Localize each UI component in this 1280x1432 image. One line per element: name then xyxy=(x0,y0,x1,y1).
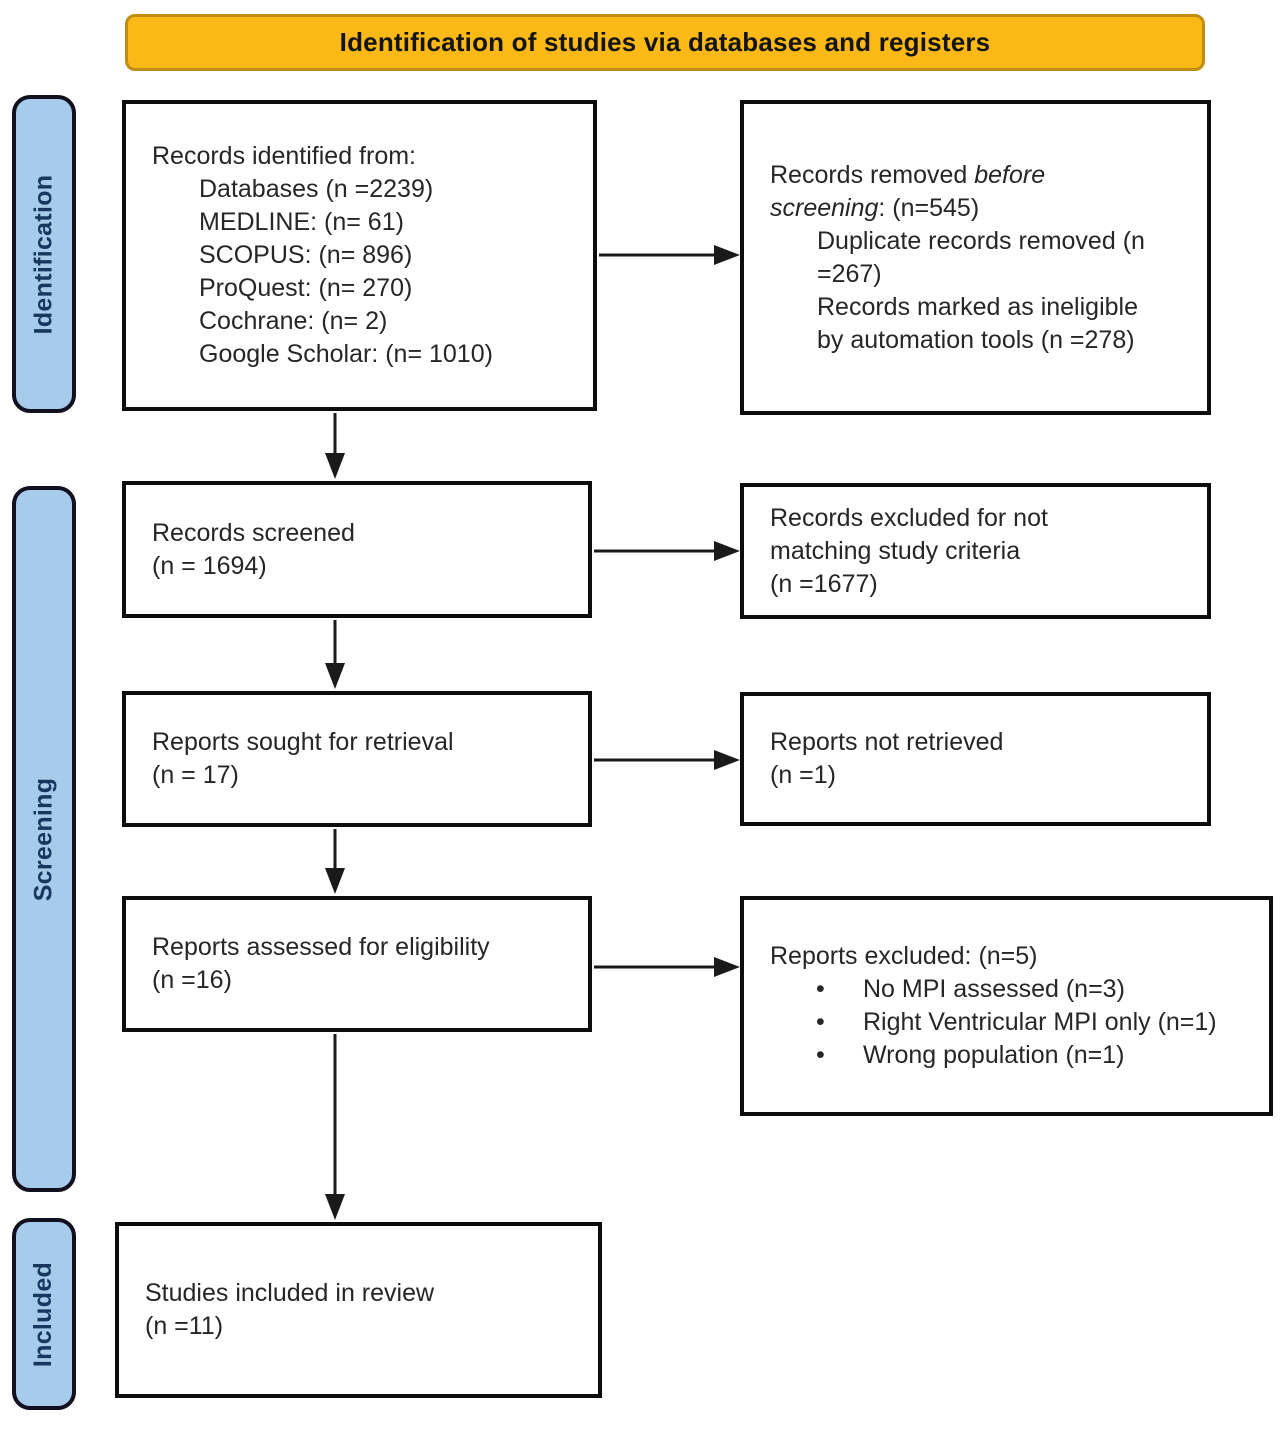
box-records-excluded: Records excluded for not matching study … xyxy=(740,483,1211,619)
arrow-screened-to-excluded xyxy=(594,541,740,561)
reports-excluded-reason-3: Wrong population (n=1) xyxy=(863,1041,1125,1069)
arrow-assessed-to-excluded xyxy=(594,957,740,977)
box-records-identified: Records identified from: Databases (n =2… xyxy=(122,100,597,411)
title-banner: Identification of studies via databases … xyxy=(125,14,1205,71)
studies-included-text: Studies included in review xyxy=(145,1279,435,1307)
reports-excluded-title: Reports excluded: (n=5) xyxy=(770,942,1038,970)
stage-label-included: Included xyxy=(29,1261,58,1367)
records-removed-title-post: : (n=545) xyxy=(878,193,980,222)
records-removed-title-line2: screening: (n=545) xyxy=(770,192,1187,225)
reports-sought-count: (n = 17) xyxy=(152,761,239,789)
box-records-screened: Records screened (n = 1694) xyxy=(122,481,592,618)
removed-automation-line2: by automation tools (n =278) xyxy=(817,325,1135,354)
bullet-icon: • xyxy=(816,975,825,1003)
reports-not-retrieved-text: Reports not retrieved xyxy=(770,728,1004,756)
diagram-title: Identification of studies via databases … xyxy=(339,27,991,57)
arrow-sought-to-assessed xyxy=(325,829,345,894)
reports-excluded-bullet-1: • No MPI assessed (n=3) xyxy=(770,973,1249,1006)
box-reports-not-retrieved: Reports not retrieved (n =1) xyxy=(740,692,1211,826)
removed-automation-line1: Records marked as ineligible xyxy=(817,292,1138,321)
records-identified-title: Records identified from: xyxy=(152,142,417,170)
records-excluded-count: (n =1677) xyxy=(770,569,878,598)
arrow-identified-to-screened xyxy=(325,413,345,479)
box-reports-assessed: Reports assessed for eligibility (n =16) xyxy=(122,896,592,1032)
box-studies-included: Studies included in review (n =11) xyxy=(115,1222,602,1398)
source-medline: MEDLINE: (n= 61) xyxy=(199,208,404,236)
box-reports-excluded: Reports excluded: (n=5) • No MPI assesse… xyxy=(740,896,1273,1116)
box-records-removed: Records removed before screening: (n=545… xyxy=(740,100,1211,415)
source-proquest: ProQuest: (n= 270) xyxy=(199,274,413,302)
reports-excluded-reason-1: No MPI assessed (n=3) xyxy=(863,975,1125,1003)
records-removed-title-pre: Records removed xyxy=(770,160,975,189)
reports-assessed-count: (n =16) xyxy=(152,966,232,994)
stage-bar-identification: Identification xyxy=(12,95,76,413)
reports-assessed-text: Reports assessed for eligibility xyxy=(152,933,490,961)
source-databases: Databases (n =2239) xyxy=(199,175,434,203)
reports-excluded-reason-2: Right Ventricular MPI only (n=1) xyxy=(863,1008,1217,1036)
removed-duplicates-line2: =267) xyxy=(817,259,882,288)
records-screened-text: Records screened xyxy=(152,518,355,547)
box-reports-sought: Reports sought for retrieval (n = 17) xyxy=(122,691,592,827)
studies-included-count: (n =11) xyxy=(145,1312,224,1340)
reports-excluded-bullet-3: • Wrong population (n=1) xyxy=(770,1039,1249,1072)
stage-label-identification: Identification xyxy=(29,174,58,334)
source-scopus: SCOPUS: (n= 896) xyxy=(199,241,413,269)
reports-excluded-bullet-2: • Right Ventricular MPI only (n=1) xyxy=(770,1006,1249,1039)
records-removed-title-italic1: before xyxy=(974,160,1046,189)
records-excluded-line2: matching study criteria xyxy=(770,536,1021,565)
bullet-icon: • xyxy=(816,1041,825,1069)
arrow-screened-to-sought xyxy=(325,620,345,689)
stage-bar-included: Included xyxy=(12,1218,76,1410)
arrow-identified-to-removed xyxy=(599,245,740,265)
source-cochrane: Cochrane: (n= 2) xyxy=(199,307,388,335)
records-removed-title-italic2: screening xyxy=(770,193,879,222)
reports-sought-text: Reports sought for retrieval xyxy=(152,728,454,756)
removed-duplicates-line1: Duplicate records removed (n xyxy=(817,226,1145,255)
arrow-sought-to-not-retrieved xyxy=(594,750,740,770)
records-screened-count: (n = 1694) xyxy=(152,551,267,580)
source-google-scholar: Google Scholar: (n= 1010) xyxy=(199,340,493,368)
records-removed-title-line1: Records removed before xyxy=(770,159,1187,192)
stage-bar-screening: Screening xyxy=(12,486,76,1192)
reports-not-retrieved-count: (n =1) xyxy=(770,761,837,789)
arrow-assessed-to-included xyxy=(325,1034,345,1220)
bullet-icon: • xyxy=(816,1008,825,1036)
records-excluded-line1: Records excluded for not xyxy=(770,503,1048,532)
stage-label-screening: Screening xyxy=(29,777,58,901)
